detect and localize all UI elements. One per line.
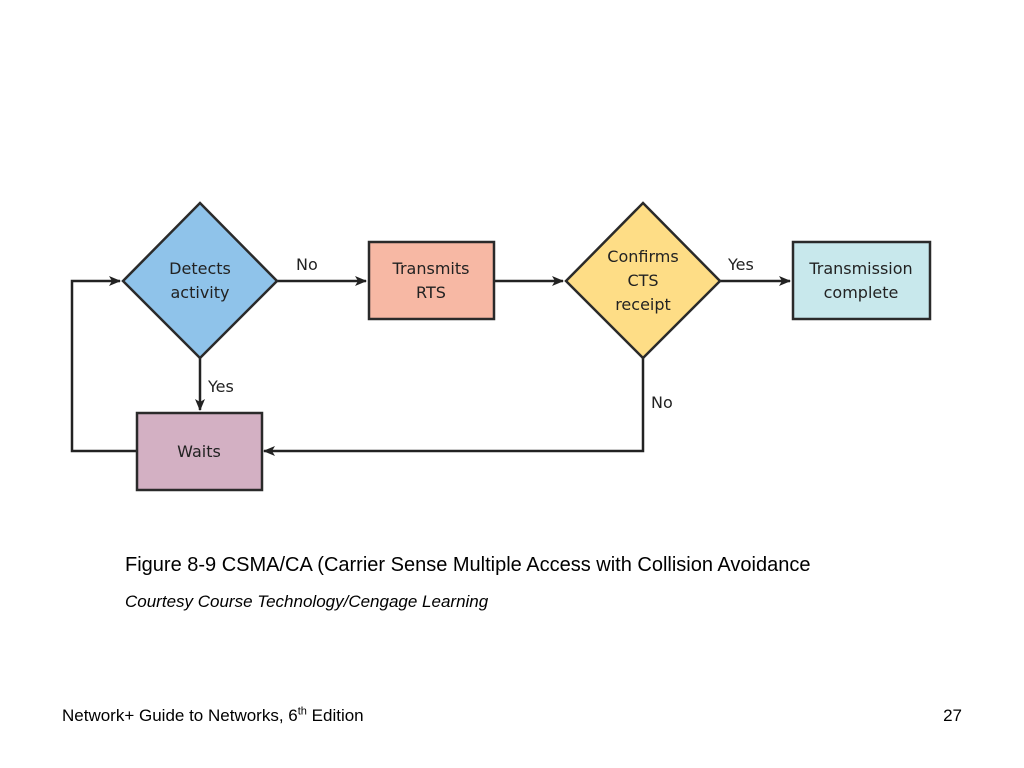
node-label: CTS xyxy=(627,271,658,290)
node-transmits-rts: Transmits RTS xyxy=(367,240,496,321)
slide-footer-title: Network+ Guide to Networks, 6th Edition xyxy=(62,706,364,726)
node-label: Confirms xyxy=(607,247,678,266)
page-number: 27 xyxy=(943,706,962,725)
node-label: activity xyxy=(171,283,230,302)
edge-label-no: No xyxy=(651,393,673,412)
footer-title-prefix: Network+ Guide to Networks, 6 xyxy=(62,706,298,725)
node-waits: Waits xyxy=(135,411,264,492)
node-label: complete xyxy=(824,283,899,302)
csma-ca-flowchart: Detects activity Transmits RTS Confirms … xyxy=(70,201,932,492)
node-label: receipt xyxy=(615,295,671,314)
node-label: Waits xyxy=(177,442,221,461)
node-label: Transmission xyxy=(808,259,912,278)
node-confirms-cts-receipt: Confirms CTS receipt xyxy=(564,201,722,360)
edge-label-yes: Yes xyxy=(727,255,754,274)
node-label: Detects xyxy=(169,259,231,278)
node-label: RTS xyxy=(416,283,446,302)
figure-credit: Courtesy Course Technology/Cengage Learn… xyxy=(125,592,489,611)
edge-waits-to-detects xyxy=(70,276,137,453)
edge-confirms-to-waits xyxy=(263,358,645,456)
node-detects-activity: Detects activity xyxy=(121,201,279,360)
figure-caption: Figure 8-9 CSMA/CA (Carrier Sense Multip… xyxy=(125,554,811,576)
node-label: Transmits xyxy=(392,259,470,278)
footer-title-suffix: Edition xyxy=(306,706,364,725)
node-transmission-complete: Transmission complete xyxy=(791,240,932,321)
edge-label-no: No xyxy=(296,255,318,274)
edge-label-yes: Yes xyxy=(207,377,234,396)
footer-title-superscript: th xyxy=(297,705,307,718)
